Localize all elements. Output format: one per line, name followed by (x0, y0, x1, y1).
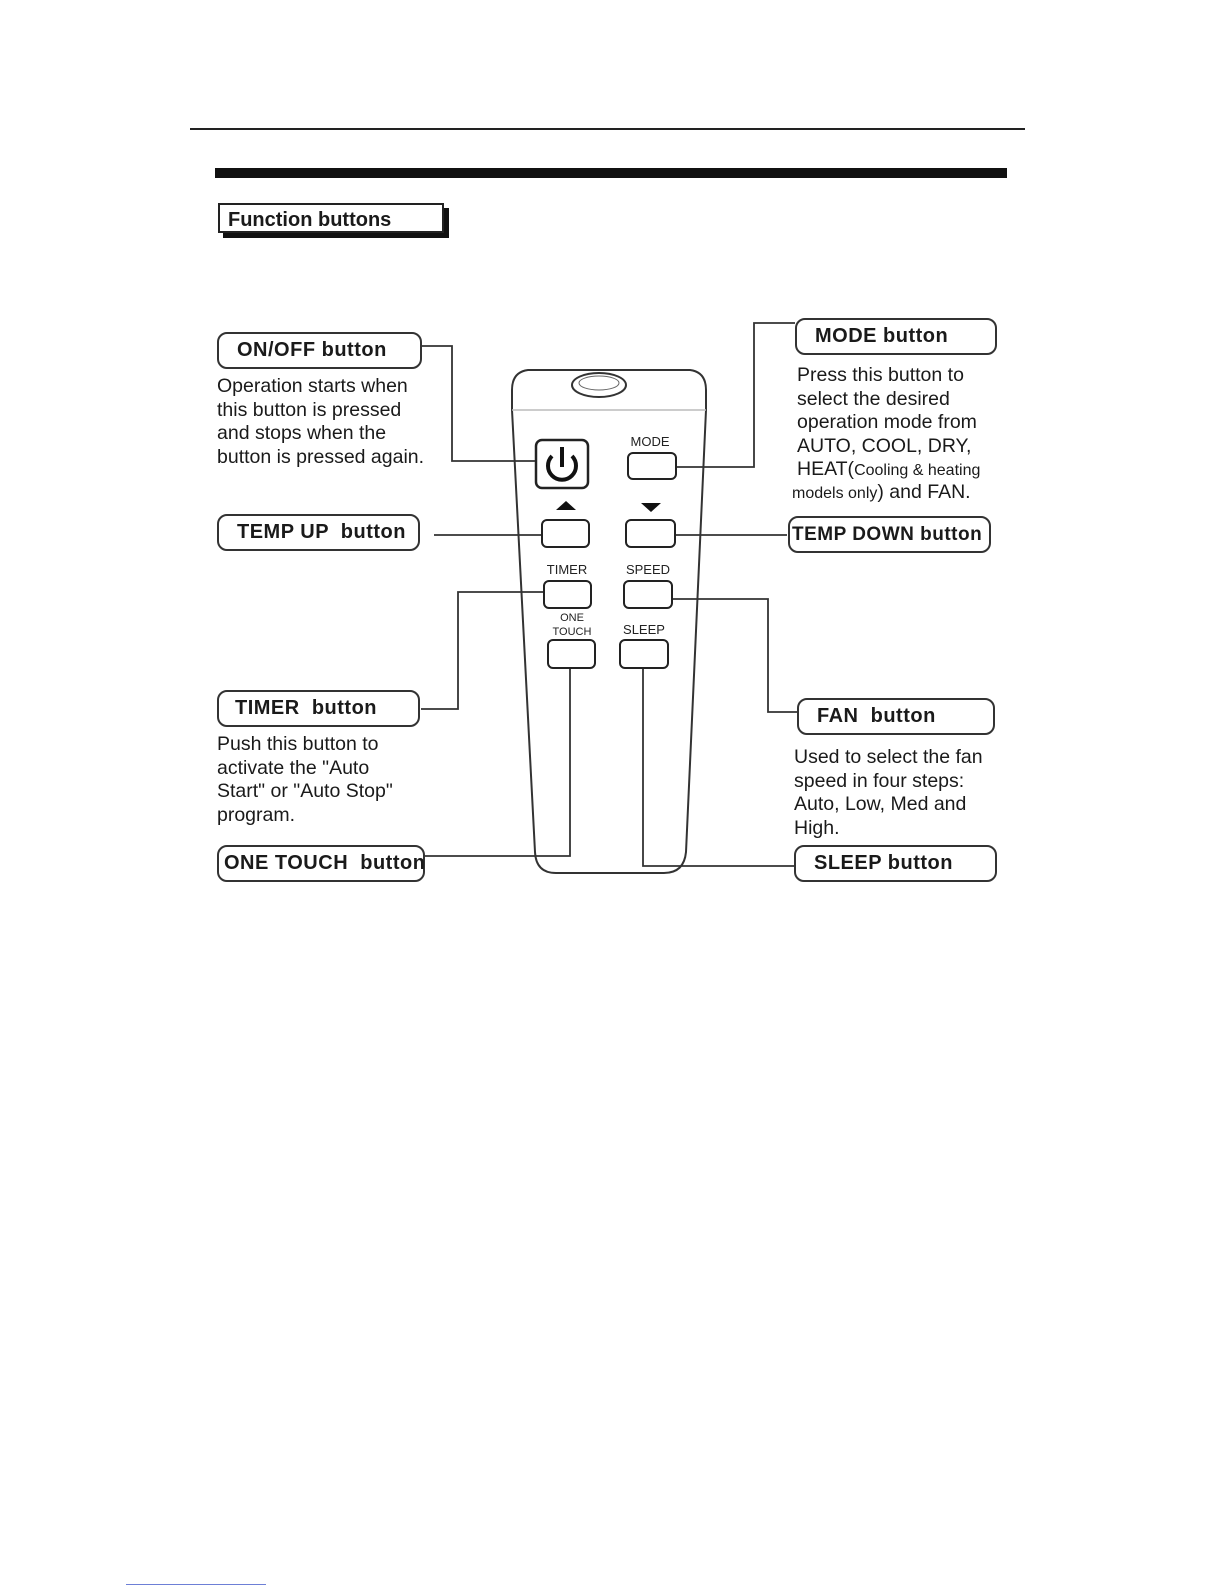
mode-desc-line: AUTO, COOL, DRY, (797, 435, 980, 459)
mode-desc-line: operation mode from (797, 411, 980, 435)
one-touch-key-label-2: TOUCH (553, 626, 592, 638)
fan-label-text: FAN button (817, 705, 936, 728)
mode-key-label: MODE (631, 434, 670, 449)
speed-button (624, 581, 672, 608)
on-off-description: Operation starts when this button is pre… (217, 375, 424, 469)
mode-description: Press this button to select the desired … (797, 364, 980, 483)
mode-desc-last-small: models only (792, 485, 877, 502)
mode-desc-line: HEAT(Cooling & heating (797, 458, 980, 483)
temp-up-label: TEMP UP button (217, 514, 420, 551)
on-off-label-text: ON/OFF button (237, 339, 387, 362)
timer-label: TIMER button (217, 690, 420, 727)
timer-desc-line: Push this button to (217, 733, 393, 757)
mode-desc-last-main: ) and FAN. (877, 481, 970, 503)
temp-down-button (626, 520, 675, 547)
mode-label-text: MODE button (815, 325, 948, 348)
fan-description: Used to select the fan speed in four ste… (794, 746, 983, 840)
fan-desc-line: speed in four steps: (794, 770, 983, 794)
temp-down-label-text: TEMP DOWN button (792, 524, 982, 546)
sleep-button (620, 640, 668, 668)
mode-desc-line: select the desired (797, 388, 980, 412)
fan-desc-line: Auto, Low, Med and (794, 793, 983, 817)
on-off-desc-line: and stops when the (217, 422, 424, 446)
timer-label-text: TIMER button (235, 697, 377, 720)
timer-desc-line: program. (217, 804, 393, 828)
sleep-key-label: SLEEP (623, 622, 665, 637)
on-off-desc-line: this button is pressed (217, 399, 424, 423)
fan-desc-line: Used to select the fan (794, 746, 983, 770)
mode-description-last: models only) and FAN. (792, 481, 971, 506)
on-off-desc-line: Operation starts when (217, 375, 424, 399)
mode-desc-line: Press this button to (797, 364, 980, 388)
temp-up-label-text: TEMP UP button (237, 521, 406, 544)
mode-desc-heat-small: Cooling & heating (854, 462, 980, 479)
mode-label: MODE button (795, 318, 997, 355)
on-off-desc-line: button is pressed again. (217, 446, 424, 470)
mode-desc-heat: HEAT( (797, 458, 854, 480)
mode-desc-line: models only) and FAN. (792, 481, 971, 506)
one-touch-label: ONE TOUCH button (217, 845, 425, 882)
on-off-label: ON/OFF button (217, 332, 422, 369)
speed-key-label: SPEED (626, 562, 670, 577)
sleep-label: SLEEP button (794, 845, 997, 882)
timer-button (544, 581, 591, 608)
temp-up-button (542, 520, 589, 547)
one-touch-label-text: ONE TOUCH button (224, 852, 425, 875)
timer-description: Push this button to activate the "Auto S… (217, 733, 393, 827)
one-touch-key-label-1: ONE (560, 612, 584, 624)
mode-button (628, 453, 676, 479)
fan-label: FAN button (797, 698, 995, 735)
sleep-label-text: SLEEP button (814, 852, 953, 875)
one-touch-button (548, 640, 595, 668)
fan-desc-line: High. (794, 817, 983, 841)
timer-desc-line: Start" or "Auto Stop" (217, 780, 393, 804)
timer-desc-line: activate the "Auto (217, 757, 393, 781)
temp-down-label: TEMP DOWN button (788, 516, 991, 553)
timer-key-label: TIMER (547, 562, 587, 577)
